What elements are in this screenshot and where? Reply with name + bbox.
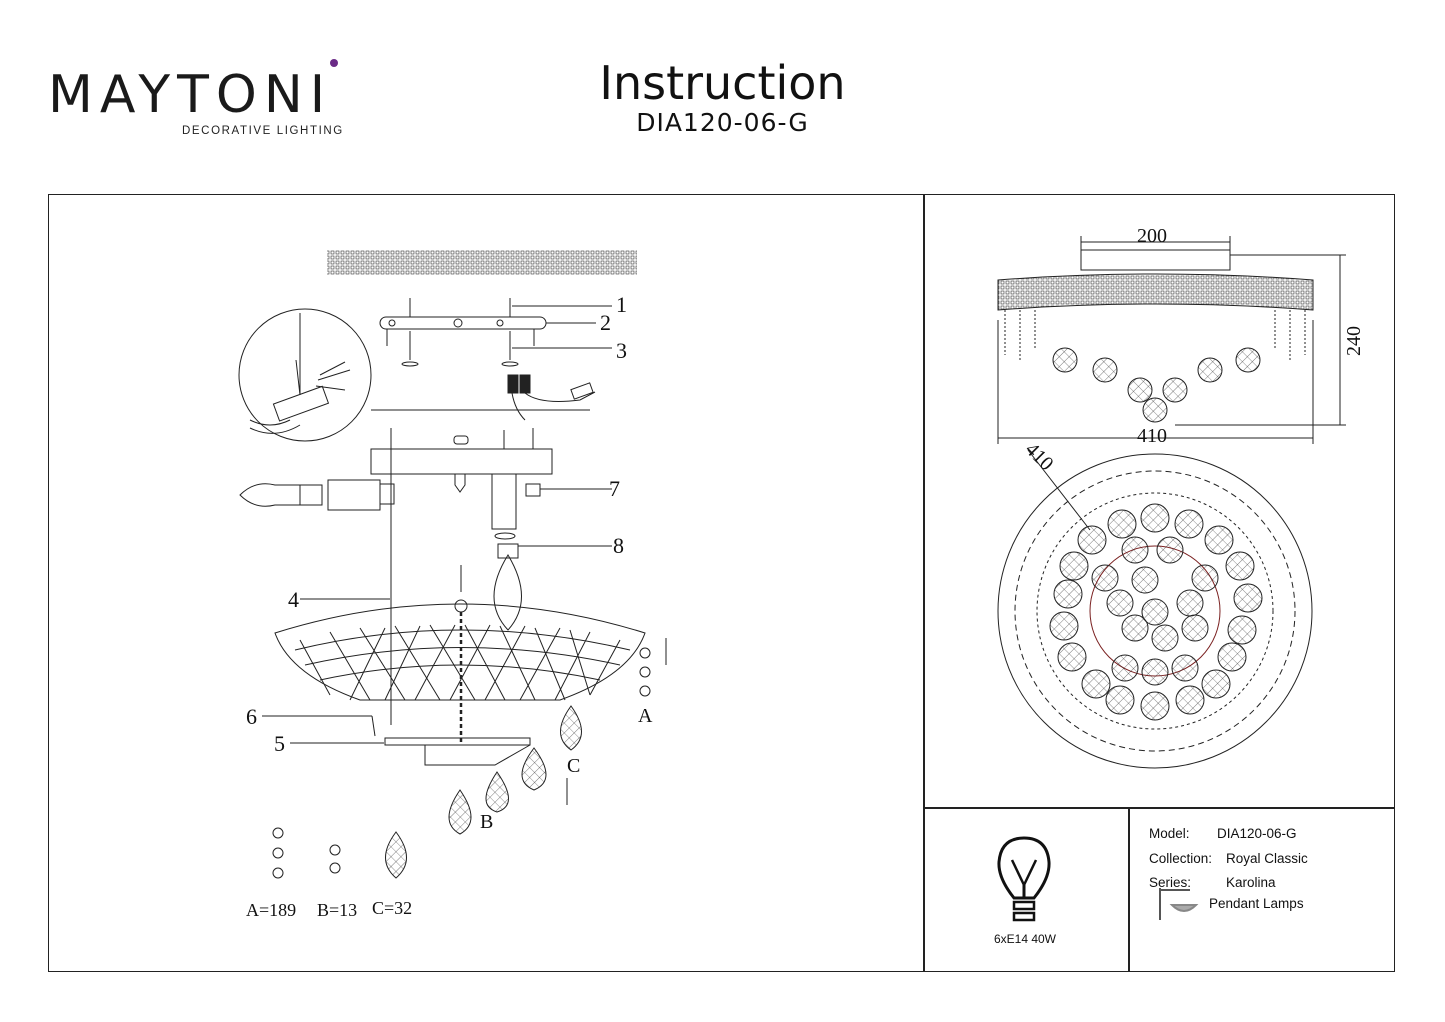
spec-model-value: DIA120-06-G (1217, 826, 1297, 841)
callout-4: 4 (288, 587, 299, 612)
dimension-diameter: 410 (1021, 438, 1058, 475)
brand-logo: MAYTONI DECORATIVE LIGHTING (48, 55, 348, 140)
dimension-top-width: 200 (1137, 225, 1167, 247)
spec-divider (1128, 807, 1130, 972)
top-view-drawing (997, 449, 1313, 769)
drawing-frame (48, 194, 1395, 972)
callout-6: 6 (246, 704, 257, 729)
spec-series-label: Series: (1149, 875, 1192, 890)
brand-tagline: DECORATIVE LIGHTING (182, 125, 344, 137)
spec-model-label: Model: (1149, 826, 1190, 841)
part-count-b: B=13 (317, 900, 357, 920)
part-count-a: A=189 (246, 900, 296, 920)
callout-7: 7 (609, 476, 620, 501)
part-label-b: B (480, 811, 493, 833)
bulb-spec: 6xE14 40W (993, 932, 1057, 946)
callout-2: 2 (600, 310, 611, 335)
callout-5: 5 (274, 731, 285, 756)
page-title: Instruction (599, 56, 846, 110)
pendant-lamp-icon (1159, 888, 1199, 920)
spec-type-value: Pendant Lamps (1209, 896, 1304, 911)
dimension-height: 240 (1343, 326, 1365, 356)
part-label-a: A (638, 705, 653, 727)
callout-8: 8 (613, 533, 624, 558)
frame-divider-vertical (923, 194, 925, 972)
frame-divider-horizontal (923, 807, 1395, 809)
callout-3: 3 (616, 338, 627, 363)
bulb-icon (997, 836, 1051, 922)
logo-dot-icon (330, 59, 338, 67)
brand-name: MAYTONI (48, 65, 333, 125)
spec-collection-label: Collection: (1149, 851, 1213, 866)
part-count-c: C=32 (372, 898, 412, 918)
side-view-drawing (997, 236, 1346, 444)
assembly-diagram (238, 250, 667, 879)
spec-series-value: Karolina (1226, 875, 1276, 890)
spec-collection-value: Royal Classic (1226, 851, 1308, 866)
dimension-width: 410 (1137, 425, 1167, 447)
part-label-c: C (567, 755, 580, 777)
callout-1: 1 (616, 292, 627, 317)
model-code: DIA120-06-G (636, 108, 809, 137)
